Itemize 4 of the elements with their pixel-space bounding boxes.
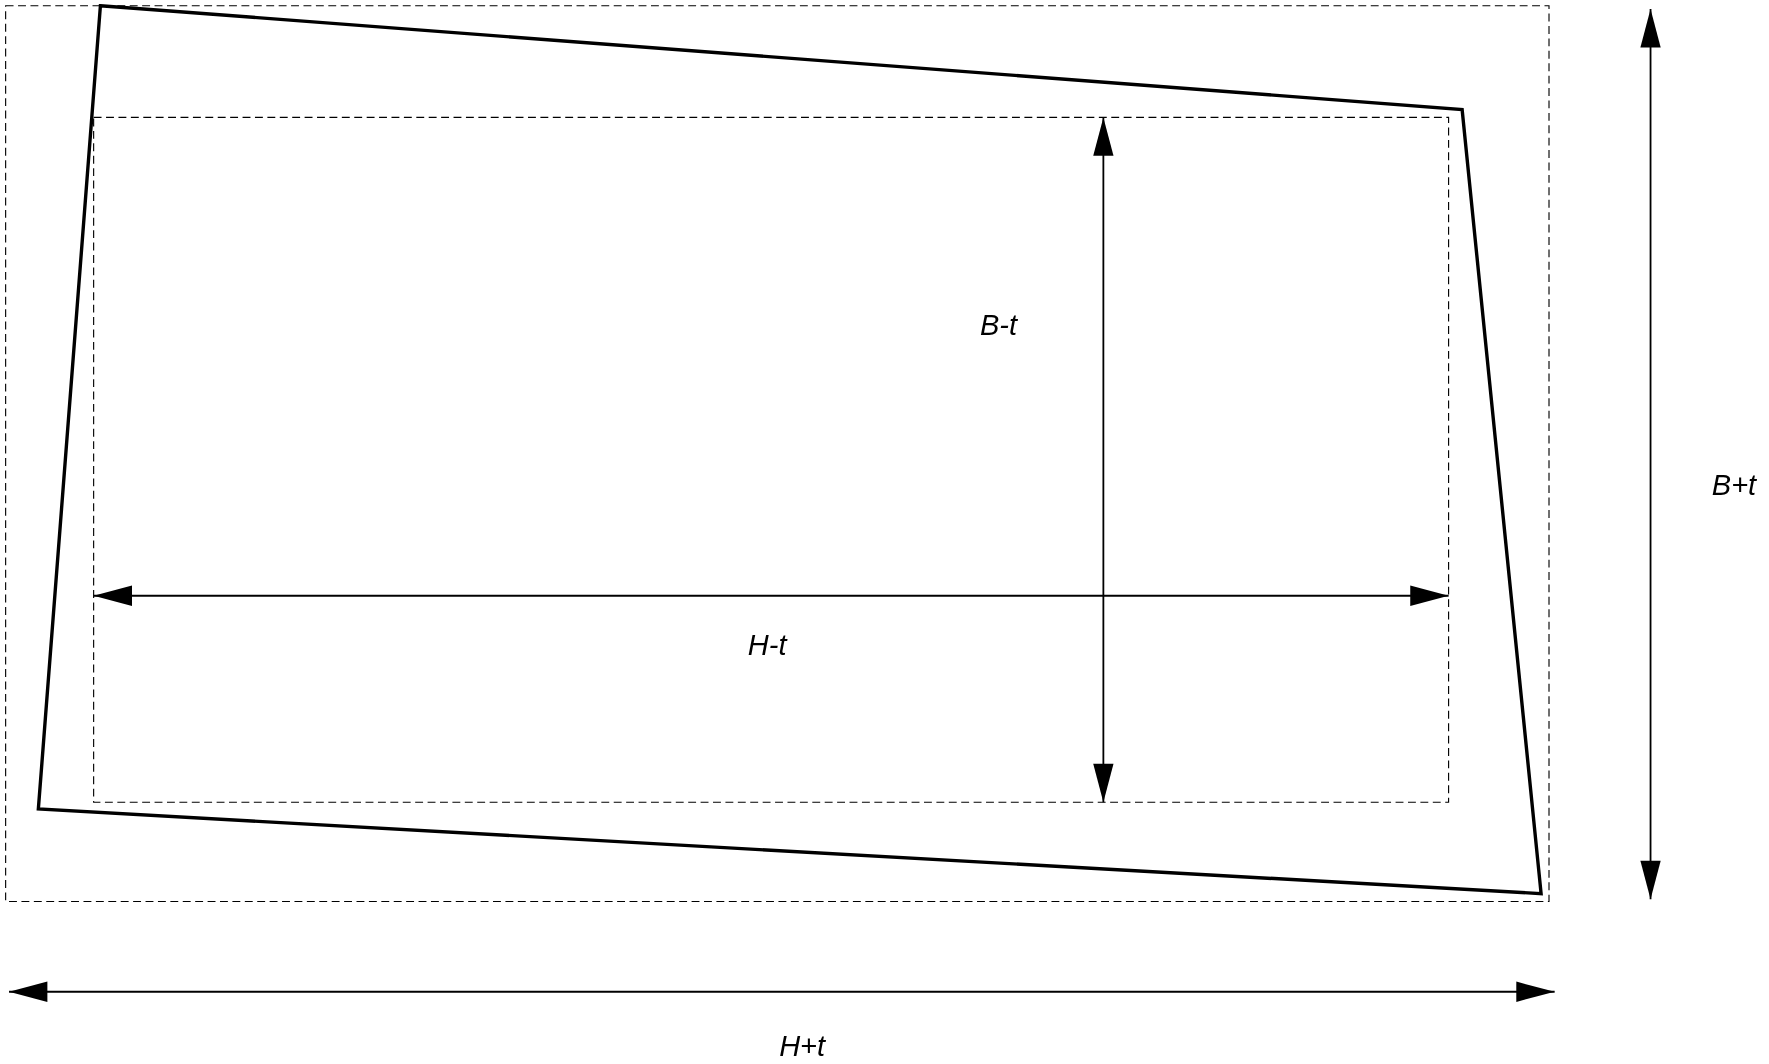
dimension-label: B+t [1711,468,1757,502]
dimension-label: H+t [779,1029,826,1063]
dimension-label: B-t [979,308,1017,342]
dimension-label: H-t [747,628,787,662]
